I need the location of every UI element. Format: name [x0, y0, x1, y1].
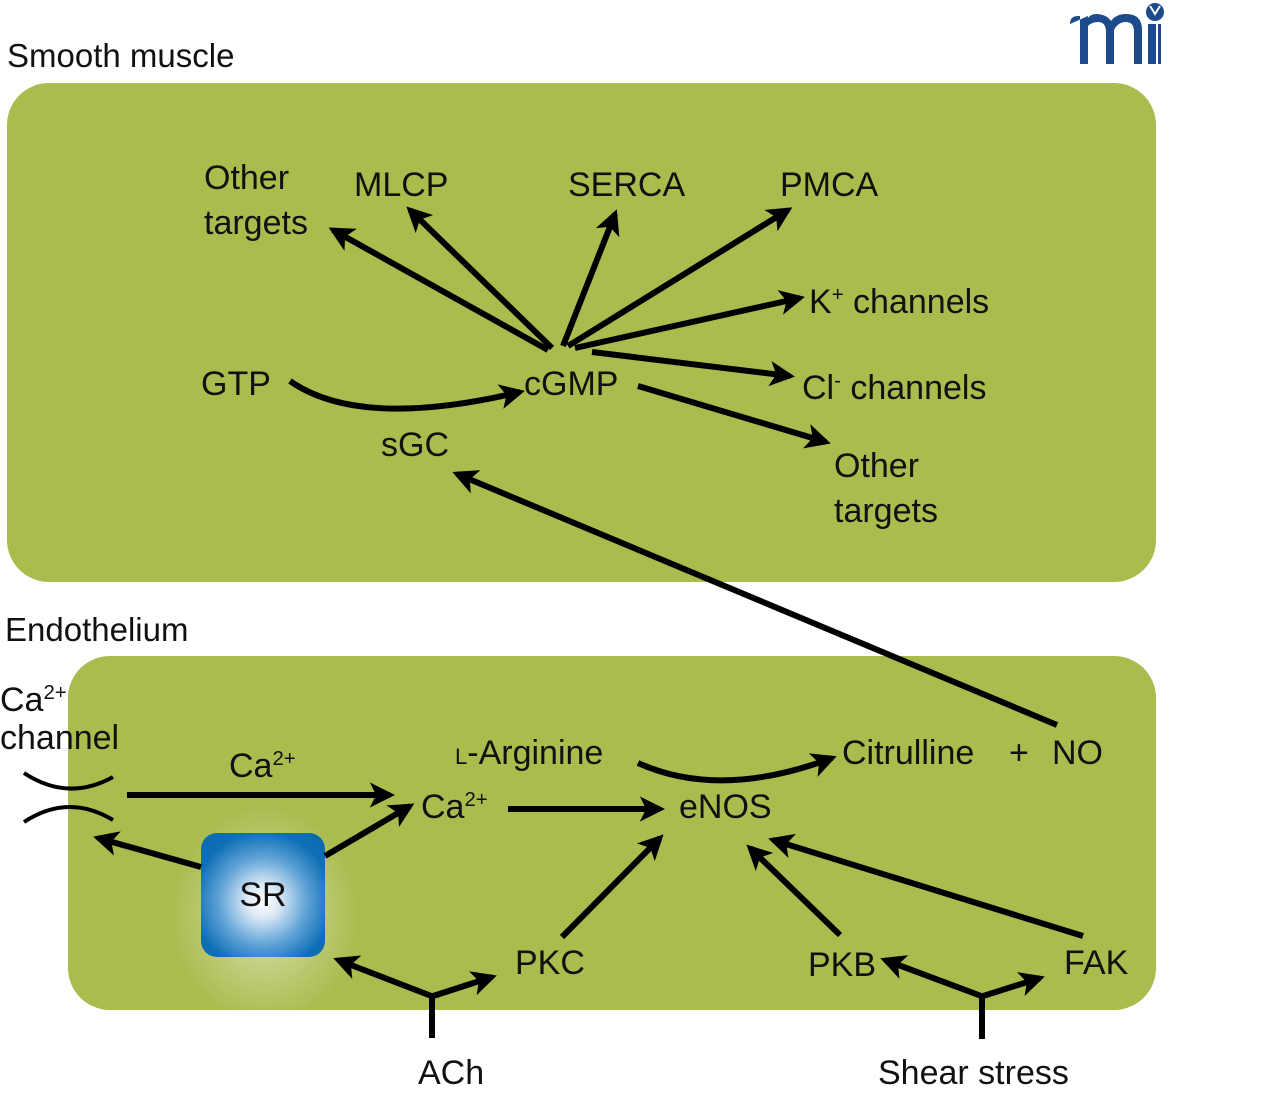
arrow-shear-pkb	[880, 955, 986, 1000]
node-l-arginine: L-Arginine	[455, 734, 604, 772]
node-citrulline: Citrulline	[842, 734, 975, 772]
node-cl-channels: Cl- channels	[802, 369, 987, 407]
node-other-targets-right-line1: Other	[834, 447, 920, 485]
node-cgmp: cGMP	[524, 365, 619, 403]
plus-sign: +	[1009, 734, 1029, 772]
node-fak: FAK	[1064, 944, 1129, 982]
arrow-no-sgc	[452, 470, 1059, 728]
arrow-ach-pkc	[429, 971, 497, 1000]
node-ca-channel-ion: Ca2+	[0, 681, 67, 719]
node-ca-intracellular: Ca2+	[421, 788, 488, 826]
node-enos: eNOS	[679, 788, 772, 826]
arrow-sr-ca	[323, 803, 415, 859]
arrow-cgmp-pmca	[566, 207, 793, 349]
arrow-pkc-enos	[559, 834, 664, 940]
sr-node: SR	[201, 833, 325, 957]
node-pmca: PMCA	[780, 166, 879, 204]
arrow-pkb-enos	[746, 844, 843, 938]
arrow-fak-enos	[768, 833, 1084, 939]
node-sgc: sGC	[381, 426, 449, 464]
sr-label: SR	[239, 875, 287, 914]
node-mlcp: MLCP	[354, 166, 449, 204]
arrow-gtp-cgmp	[288, 378, 525, 412]
arrow-ach-sr	[333, 955, 436, 1000]
arrow-sr-ca-channel	[93, 831, 202, 870]
stimulus-ach: ACh	[418, 1054, 485, 1092]
arrow-cgmp-serca	[560, 209, 620, 348]
arrow-cgmp-other-targets-left	[328, 227, 550, 353]
node-ca-channel-label: channel	[0, 719, 120, 757]
arrow-shear-fak	[979, 972, 1045, 1000]
ca-channel-arc-bottom	[22, 805, 115, 824]
ca-channel-arc-top	[22, 771, 114, 791]
node-gtp: GTP	[201, 365, 271, 403]
arrow-cgmp-other-targets-right	[637, 383, 831, 449]
arrow-cgmp-k-channels	[574, 290, 805, 351]
arrow-cgmp-cl-channels	[591, 349, 796, 387]
node-pkb: PKB	[808, 946, 877, 984]
node-serca: SERCA	[568, 166, 686, 204]
smooth-muscle-panel	[7, 83, 1156, 582]
stimulus-shear-stress: Shear stress	[878, 1054, 1069, 1092]
arrow-cgmp-mlcp	[406, 206, 555, 351]
node-other-targets-left-line1: Other	[204, 159, 290, 197]
node-other-targets-right-line2: targets	[834, 492, 938, 530]
node-pkc: PKC	[515, 944, 585, 982]
node-other-targets-left-line2: targets	[204, 204, 308, 242]
node-no: NO	[1052, 734, 1103, 772]
section-title-endothelium: Endothelium	[5, 611, 189, 648]
section-title-smooth-muscle: Smooth muscle	[7, 37, 235, 74]
mi-logo-icon	[1070, 3, 1164, 64]
journal-logo	[1068, 2, 1168, 73]
node-k-channels: K+ channels	[809, 283, 990, 321]
label-ca-flux: Ca2+	[229, 747, 296, 785]
arrow-arginine-citrulline	[636, 753, 837, 784]
